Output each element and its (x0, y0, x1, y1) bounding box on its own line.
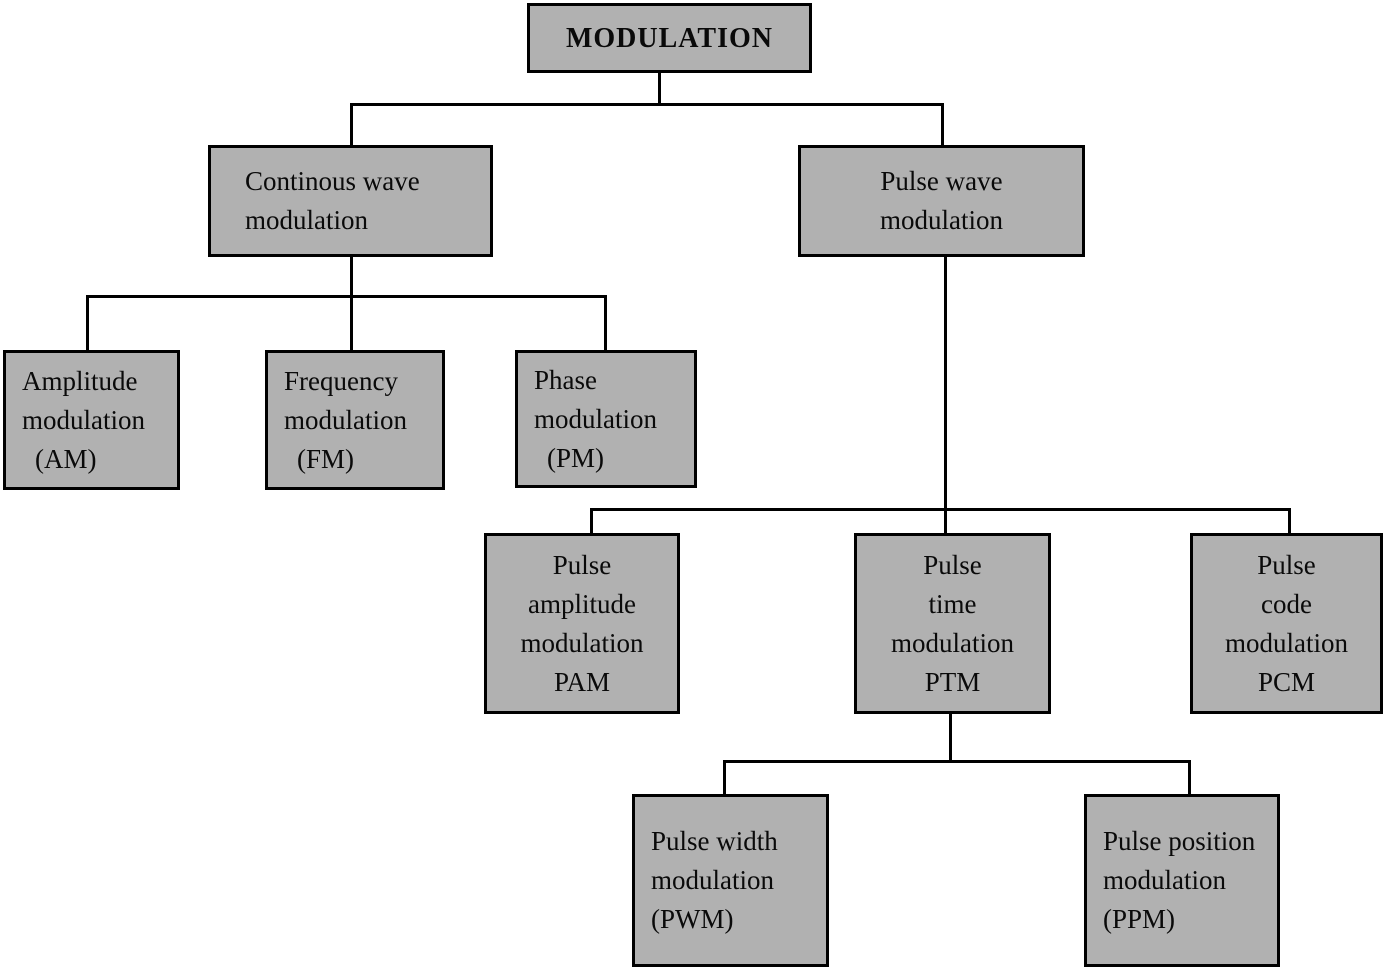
node-continuous-wave-modulation: Continous wave modulation (208, 145, 493, 257)
connector-level3-hline (590, 508, 1291, 511)
node-label-line: modulation (22, 404, 145, 435)
node-frequency-modulation-fm: Frequency modulation (FM) (265, 350, 445, 490)
node-label-line: Pulse width (651, 826, 778, 856)
node-label-line: PCM (1257, 666, 1316, 697)
node-label-line: modulation (651, 865, 774, 895)
node-label-line: Pulse wave (880, 166, 1003, 196)
node-modulation: MODULATION (527, 3, 812, 73)
node-pulse-width-modulation-pwm: Pulse width modulation (PWM) (632, 794, 829, 967)
connector-to-pulse-wave (941, 103, 944, 145)
connector-level2-hline (86, 295, 607, 298)
node-label-line: modulation (534, 403, 657, 434)
node-label-line: amplitude (528, 588, 636, 619)
connector-cw-stub-to-fm (350, 257, 353, 350)
node-label-line: modulation (520, 627, 644, 658)
node-amplitude-modulation-am: Amplitude modulation (AM) (3, 350, 180, 490)
node-phase-modulation-pm: Phase modulation (PM) (515, 350, 697, 488)
node-label-line: Pulse position (1103, 826, 1256, 856)
node-label-line: (PPM) (1103, 904, 1176, 934)
node-label-line: time (928, 588, 977, 619)
node-pulse-position-modulation-ppm: Pulse position modulation (PPM) (1084, 794, 1280, 967)
connector-to-pm (604, 295, 607, 350)
connector-to-continuous-wave (350, 103, 353, 145)
connector-ptm-stub (949, 713, 952, 763)
node-label-line: modulation (284, 404, 407, 435)
node-label-line: modulation (245, 205, 368, 235)
connector-to-pam (590, 508, 593, 533)
node-label-line: PAM (553, 666, 611, 697)
node-label-line: modulation (880, 205, 1003, 235)
connector-to-pwm (723, 760, 726, 794)
node-label-line: Pulse (1257, 549, 1316, 580)
connector-to-am (86, 295, 89, 350)
node-label-line: modulation (1225, 627, 1348, 658)
connector-level1-hline (350, 103, 944, 106)
node-label-line: Continous wave (245, 166, 420, 196)
node-label-line: Frequency (284, 365, 398, 396)
node-label-line: (FM) (297, 443, 355, 474)
connector-to-pcm (1288, 508, 1291, 533)
connector-level4-hline (723, 760, 1191, 763)
node-label-line: Pulse (923, 549, 982, 580)
node-label-line: Pulse (552, 549, 612, 580)
node-label-line: (AM) (35, 443, 97, 474)
connector-modulation-stub (658, 73, 661, 106)
node-pulse-wave-modulation: Pulse wave modulation (798, 145, 1085, 257)
node-label-line: MODULATION (565, 22, 774, 54)
node-label-line: PTM (924, 666, 981, 697)
node-label-line: (PM) (547, 442, 605, 473)
node-label-line: Amplitude (22, 365, 138, 396)
node-label-line: (PWM) (651, 904, 734, 934)
node-label-line: code (1261, 588, 1312, 619)
node-label-line: Phase (534, 364, 597, 395)
node-label-line: modulation (1103, 865, 1226, 895)
connector-to-ppm (1188, 760, 1191, 794)
node-label-line: modulation (891, 627, 1014, 658)
connector-pw-stub-to-ptm (944, 257, 947, 533)
